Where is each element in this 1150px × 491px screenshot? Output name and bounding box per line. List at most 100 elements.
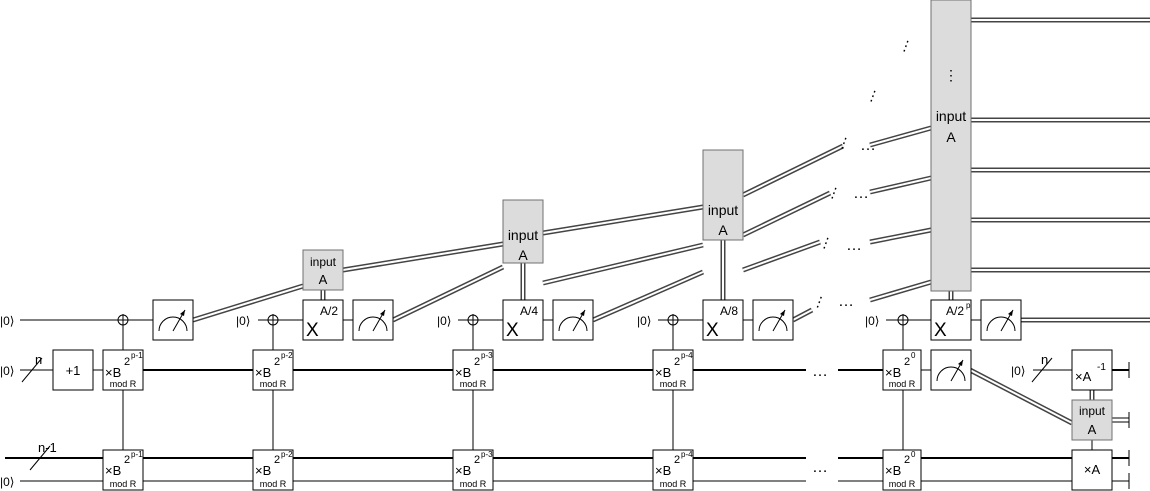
ellipsis-vertical: ⋮ [835,133,854,153]
mult-a-label: ×A [1084,462,1101,477]
mod-r-label: mod R [260,379,287,389]
ellipses: … … … … … … ⋮ ⋮ ⋮ ⋮ ⋮ ⋮ [810,36,915,476]
x-gate-label: X [506,320,519,341]
input-label: input [310,255,337,269]
input-a-box: ⋮ input A [930,0,972,292]
a-label: A [946,129,956,145]
mult-b-base: 2 [274,454,280,466]
ellipsis-vertical: ⋮ [944,67,958,83]
x-gate-label: X [706,320,719,341]
mult-b-base: 2 [124,454,130,466]
cnot-target [467,314,479,326]
wire-labels: |0⟩ |0⟩ |0⟩ |0⟩ |0⟩ |0⟩ |0⟩ |0⟩ n n-1 n [0,314,1048,489]
mult-b-label: ×B [455,365,471,380]
cnot-target [267,314,279,326]
x-gate: X A/8 [702,299,744,341]
mult-b-label: ×B [655,365,671,380]
mult-b-base: 2 [674,356,680,368]
x-gate: X A/4 [502,299,544,341]
meter-icon [752,299,794,341]
ket0-label: |0⟩ [0,314,14,328]
meter-icon [930,349,972,391]
a-label: A [518,247,528,263]
input-a-box: input A [302,249,344,291]
mult-a-inverse-label: ×A [1075,369,1092,384]
mod-r-label: mod R [660,379,687,389]
mult-a-gate: ×A [1071,449,1113,491]
ellipsis-horizontal: … [860,137,876,154]
x-gate: X A/2 p [930,299,972,341]
ellipsis-vertical: ⋮ [825,183,844,203]
quantum-wires [5,314,1130,489]
a-label: A [718,222,728,238]
measurements [152,299,1022,391]
cnot-target [117,314,129,326]
mult-b-gate: ×B 2 0 mod R [882,449,922,491]
ket0-label: |0⟩ [0,475,14,489]
mult-b-label: ×B [255,463,271,478]
cnot-targets [117,314,909,326]
bus-size-n-1: n-1 [38,440,57,455]
mult-b-exponent: p-3 [481,351,493,360]
mult-b-gate: ×B 2 p-4 mod R [652,349,694,391]
x-gate-superscript: A/8 [720,304,738,318]
mult-b-label: ×B [105,365,121,380]
input-a-box: input A [702,149,744,241]
mult-b-exponent: p-3 [481,450,493,459]
mult-gates-bottom: ×B 2 p-1 mod R ×B 2 p-2 mod R ×B 2 p-3 m… [102,449,922,491]
ket0-label: |0⟩ [437,314,451,328]
ellipsis-vertical: ⋮ [897,36,916,56]
mod-r-label: mod R [110,479,137,489]
mult-b-exponent: p-4 [681,351,693,360]
cnot-target [897,314,909,326]
mult-b-gate: ×B 2 0 mod R [882,349,922,391]
x-gate-superscript: A/2 [320,304,338,318]
meter-icon [152,299,194,341]
input-a-boxes: input A input A input A ⋮ input A input … [302,0,1113,441]
mult-b-gate: ×B 2 p-1 mod R [102,449,144,491]
mult-b-label: ×B [255,365,271,380]
mult-b-gate: ×B 2 p-2 mod R [252,349,294,391]
mult-b-base: 2 [674,454,680,466]
mult-b-exponent: p-4 [681,450,693,459]
ket0-label: |0⟩ [0,364,14,378]
mult-gates-top: ×B 2 p-1 mod R ×B 2 p-2 mod R ×B 2 p-3 m… [102,349,922,391]
input-label: input [936,108,966,124]
mult-b-base: 2 [474,356,480,368]
bus-size-n: n [1041,352,1048,367]
mult-b-exponent: p-1 [131,351,143,360]
mod-r-label: mod R [660,479,687,489]
x-gate-superscript: A/4 [520,304,538,318]
x-gate-superscript: A/2 [946,304,964,318]
x-gate-superscript-exponent: p [966,301,971,310]
ellipsis-horizontal: … [812,363,828,380]
mod-r-label: mod R [460,379,487,389]
mult-b-base: 2 [274,356,280,368]
mod-r-label: mod R [110,379,137,389]
ket0-label: |0⟩ [637,314,651,328]
bus-slash-n-final [1031,357,1053,383]
mult-b-label: ×B [105,463,121,478]
mult-b-exponent: p-2 [281,450,293,459]
classical-wires [192,17,1150,426]
mod-r-label: mod R [260,479,287,489]
mult-b-label: ×B [885,463,901,478]
mult-b-base: 2 [904,356,910,368]
mult-b-base: 2 [474,454,480,466]
mult-b-gate: ×B 2 p-2 mod R [252,449,294,491]
mult-b-gate: ×B 2 p-1 mod R [102,349,144,391]
ket0-label: |0⟩ [865,314,879,328]
input-a-box: input A [502,199,544,264]
ket0-label: |0⟩ [1011,364,1025,378]
mult-b-label: ×B [655,463,671,478]
mult-b-exponent: 0 [911,351,916,360]
mod-r-label: mod R [460,479,487,489]
a-label: A [319,272,328,287]
x-gate-label: X [934,320,947,341]
ket0-label: |0⟩ [236,314,250,328]
mod-r-label: mod R [889,379,916,389]
meter-icon [980,299,1022,341]
bus-slash-n [21,357,43,383]
